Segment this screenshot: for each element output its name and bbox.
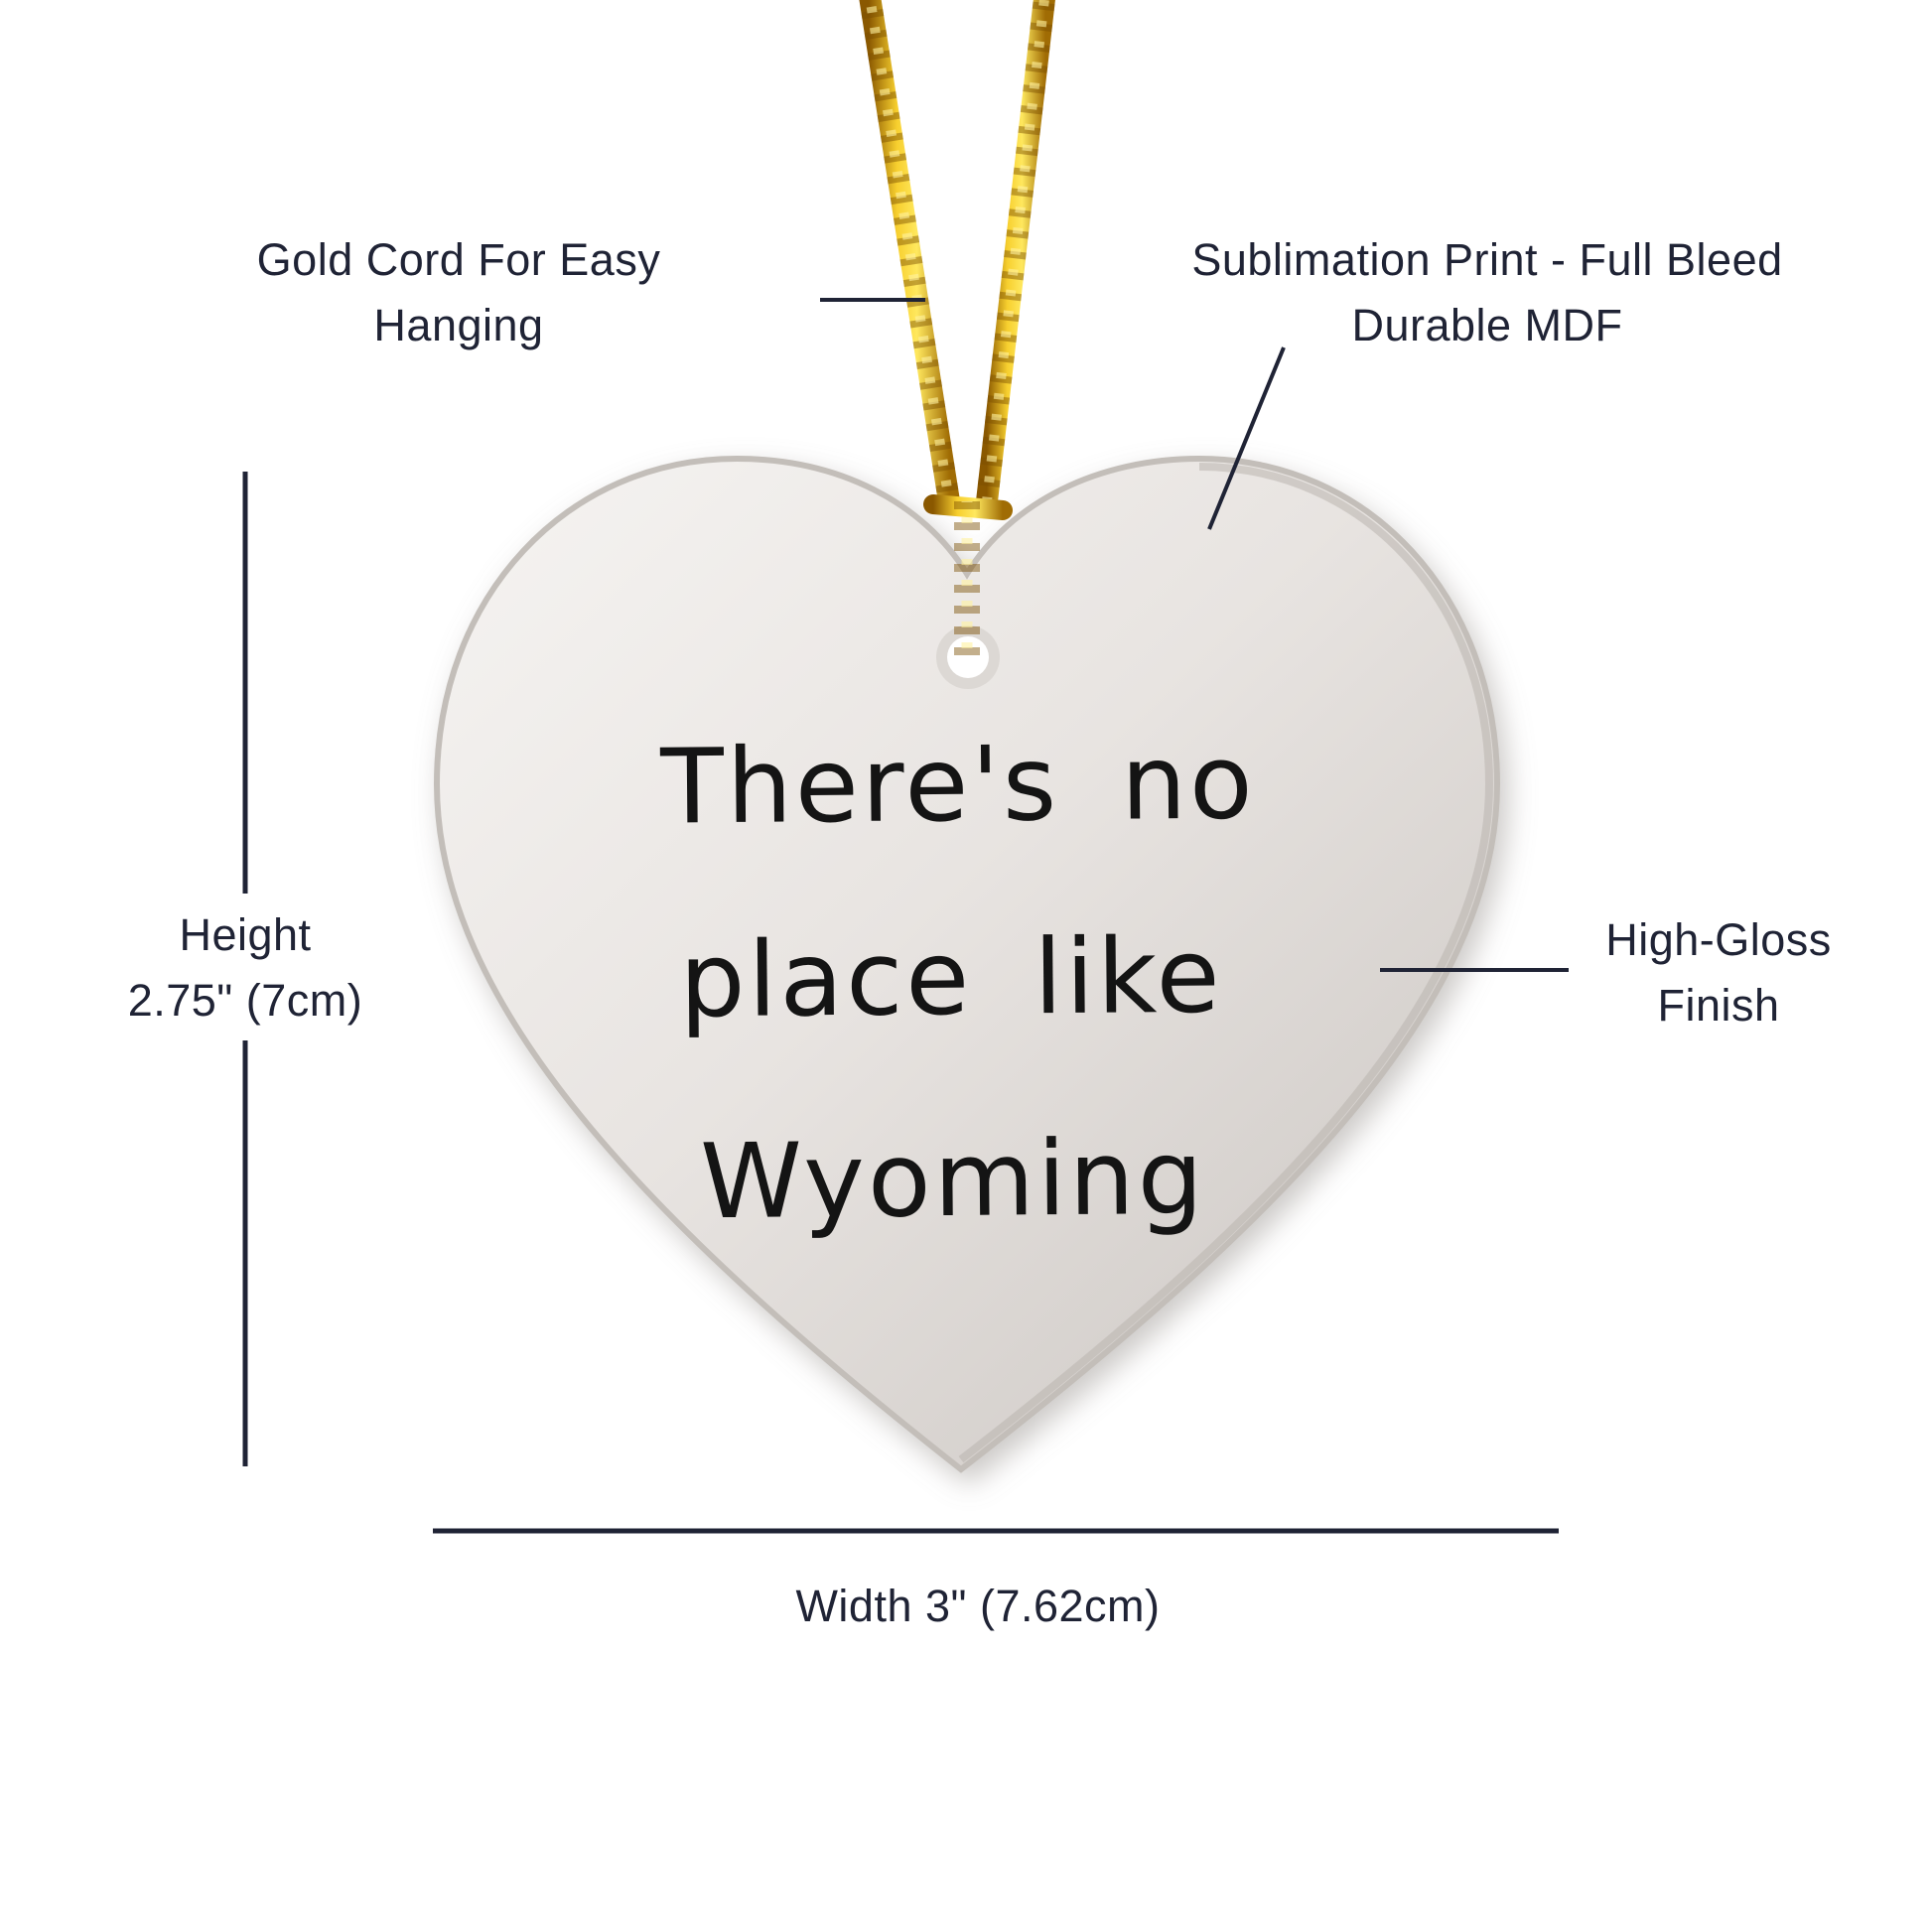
ornament-heart [433, 455, 1501, 1473]
height-label: Height 2.75" (7cm) [128, 902, 363, 1034]
ornament-quote-line3: Wyoming [699, 1116, 1207, 1243]
gold-cord-label: Gold Cord For Easy Hanging [257, 227, 661, 358]
high-gloss-label-line1: High-Gloss [1605, 914, 1832, 965]
gold-cord [859, 0, 1055, 512]
sublimation-callout-line [1207, 346, 1286, 530]
height-label-line2: 2.75" (7cm) [127, 975, 363, 1026]
high-gloss-label-line2: Finish [1657, 980, 1780, 1031]
sublimation-label-line2: Durable MDF [1351, 300, 1623, 350]
sublimation-label-line1: Sublimation Print - Full Bleed [1191, 234, 1783, 285]
sublimation-label: Sublimation Print - Full Bleed Durable M… [1191, 227, 1782, 358]
gold-cord-label-line2: Hanging [373, 300, 544, 350]
height-label-line1: Height [179, 909, 312, 960]
gold-cord-label-line1: Gold Cord For Easy [256, 234, 661, 285]
width-label: Width 3" (7.62cm) [795, 1574, 1160, 1639]
width-label-text: Width 3" (7.62cm) [795, 1581, 1161, 1631]
ornament-quote-line1: There's no [659, 721, 1257, 848]
high-gloss-label: High-Gloss Finish [1605, 907, 1832, 1038]
gold-cord-knot [923, 488, 1013, 676]
ornament-quote-line2: place like [678, 914, 1224, 1041]
